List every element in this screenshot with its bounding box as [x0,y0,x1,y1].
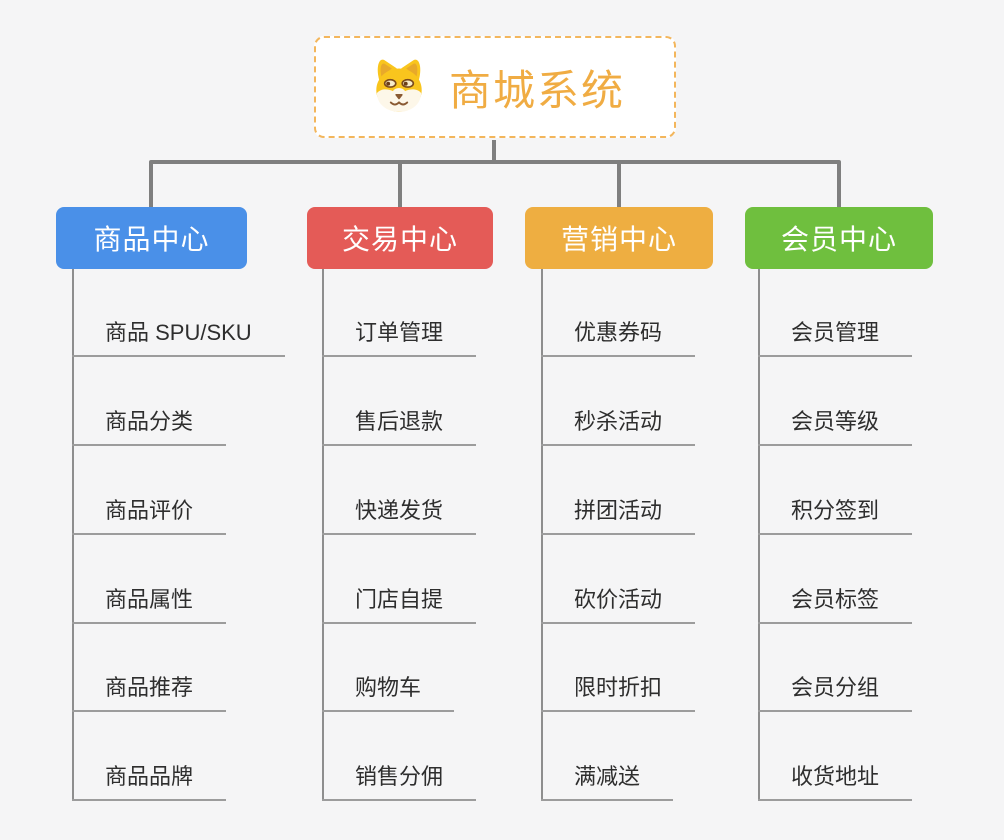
branch-node-trade[interactable]: 交易中心 [307,207,493,269]
leaf-item[interactable]: 优惠券码 [541,320,696,357]
leaf-item[interactable]: 门店自提 [322,587,477,624]
branch-node-marketing[interactable]: 营销中心 [525,207,713,269]
root-node[interactable]: 商城系统 [314,36,676,138]
leaf-item[interactable]: 会员分组 [758,675,913,712]
branch-label: 会员中心 [780,224,897,255]
leaf-item[interactable]: 积分签到 [758,498,913,535]
leaf-item[interactable]: 购物车 [322,675,455,712]
leaf-item[interactable]: 商品评价 [72,498,227,535]
column-marketing: 优惠券码 秒杀活动 拼团活动 砍价活动 限时折扣 满减送 [541,269,781,802]
leaf-item[interactable]: 限时折扣 [541,675,696,712]
leaf-item[interactable]: 商品属性 [72,587,227,624]
leaf-item[interactable]: 秒杀活动 [541,409,696,446]
leaf-item[interactable]: 收货地址 [758,764,913,801]
column-connector-line [758,269,760,801]
column-product: 商品 SPU/SKU 商品分类 商品评价 商品属性 商品推荐 商品品牌 [72,269,312,802]
branch-node-product[interactable]: 商品中心 [56,207,247,269]
column-connector-line [322,269,324,801]
column-connector-line [541,269,543,801]
leaf-item[interactable]: 订单管理 [322,320,477,357]
branch-label: 营销中心 [560,224,677,255]
leaf-item[interactable]: 商品推荐 [72,675,227,712]
shiba-dog-face-icon [376,59,422,112]
branch-node-member[interactable]: 会员中心 [745,207,933,269]
leaf-item[interactable]: 销售分佣 [322,764,477,801]
leaf-item[interactable]: 商品分类 [72,409,227,446]
leaf-item[interactable]: 售后退款 [322,409,477,446]
column-trade: 订单管理 售后退款 快递发货 门店自提 购物车 销售分佣 [322,269,562,802]
leaf-item[interactable]: 满减送 [541,764,674,801]
column-connector-line [72,269,74,801]
branch-label: 交易中心 [341,224,458,255]
leaf-item[interactable]: 会员等级 [758,409,913,446]
leaf-item[interactable]: 拼团活动 [541,498,696,535]
leaf-item[interactable]: 会员管理 [758,320,913,357]
leaf-item[interactable]: 商品品牌 [72,764,227,801]
leaf-item[interactable]: 商品 SPU/SKU [72,320,285,357]
branch-label: 商品中心 [93,224,210,255]
root-title: 商城系统 [448,66,625,114]
leaf-item[interactable]: 会员标签 [758,587,913,624]
leaf-item[interactable]: 砍价活动 [541,587,696,624]
leaf-item[interactable]: 快递发货 [322,498,477,535]
column-member: 会员管理 会员等级 积分签到 会员标签 会员分组 收货地址 [758,269,998,802]
